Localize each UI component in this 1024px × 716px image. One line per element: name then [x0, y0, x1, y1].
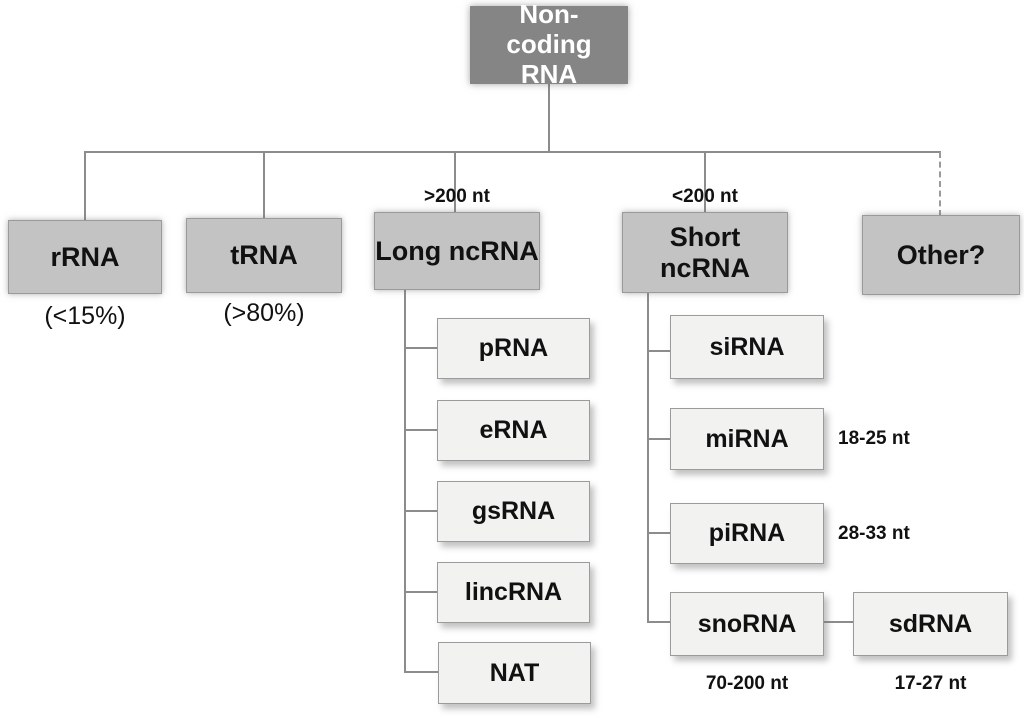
connector-short-vertical — [647, 293, 649, 623]
node-short-ncrna: Short ncRNA — [622, 212, 788, 293]
node-lincrna-label: lincRNA — [464, 578, 563, 606]
connector-stub-sirna — [647, 350, 670, 352]
note-short-ncrna-size: <200 nt — [671, 186, 738, 207]
connector-drop-trna — [263, 151, 265, 219]
connector-drop-other-dashed — [939, 152, 941, 216]
connector-stub-pirna — [647, 532, 670, 534]
node-mirna-label: miRNA — [705, 424, 789, 453]
connector-main-horizontal — [84, 151, 941, 153]
node-non-coding-rna-label: Non-coding RNA — [506, 0, 592, 89]
node-other-label: Other? — [896, 239, 986, 270]
connector-stub-nat — [404, 671, 438, 673]
connector-stub-snorna — [647, 621, 670, 623]
connector-drop-long-ncrna — [454, 151, 456, 213]
node-prna-label: pRNA — [478, 334, 549, 362]
connector-drop-rrna — [84, 151, 86, 221]
node-snorna: snoRNA — [670, 592, 824, 656]
note-rrna-percentage: (<15%) — [44, 302, 126, 330]
node-short-ncrna-label: Short ncRNA — [659, 221, 750, 283]
node-rrna-label: rRNA — [50, 241, 120, 272]
connector-stub-prna — [404, 347, 437, 349]
node-long-ncrna: Long ncRNA — [374, 212, 540, 290]
note-mirna-size: 18-25 nt — [838, 428, 910, 449]
node-trna-label: tRNA — [230, 240, 298, 270]
node-sirna-label: siRNA — [709, 332, 785, 361]
node-long-ncrna-label: Long ncRNA — [375, 235, 539, 266]
note-trna-percentage: (>80%) — [223, 299, 305, 327]
node-prna: pRNA — [437, 318, 590, 379]
node-sirna: siRNA — [670, 315, 824, 379]
node-other: Other? — [862, 215, 1020, 295]
connector-stub-erna — [404, 429, 437, 431]
node-mirna: miRNA — [670, 408, 824, 470]
node-erna: eRNA — [437, 400, 590, 461]
node-gsrna-label: gsRNA — [471, 497, 556, 525]
connector-stub-gsrna — [404, 510, 437, 512]
node-pirna-label: piRNA — [708, 519, 786, 547]
connector-drop-short-ncrna — [704, 151, 706, 213]
node-nat: NAT — [438, 642, 591, 704]
note-long-ncrna-size: >200 nt — [423, 186, 490, 207]
connector-root-drop — [548, 84, 550, 152]
node-lincrna: lincRNA — [437, 562, 590, 623]
node-erna-label: eRNA — [479, 416, 548, 444]
connector-stub-mirna — [647, 438, 670, 440]
node-sdrna-label: sdRNA — [888, 609, 973, 638]
node-nat-label: NAT — [489, 658, 540, 687]
node-trna: tRNA — [186, 218, 342, 293]
connector-long-vertical — [404, 290, 406, 673]
node-pirna: piRNA — [670, 503, 824, 564]
note-snorna-size: 70-200 nt — [705, 673, 789, 694]
node-non-coding-rna: Non-coding RNA — [470, 0, 628, 89]
connector-stub-lincrna — [404, 591, 437, 593]
node-sdrna: sdRNA — [853, 592, 1008, 656]
connector-snorna-sdrna — [824, 621, 853, 623]
node-rrna: rRNA — [8, 220, 162, 294]
node-snorna-label: snoRNA — [697, 609, 797, 638]
note-sdrna-size: 17-27 nt — [894, 673, 967, 694]
note-pirna-size: 28-33 nt — [838, 523, 910, 544]
node-gsrna: gsRNA — [437, 481, 590, 542]
